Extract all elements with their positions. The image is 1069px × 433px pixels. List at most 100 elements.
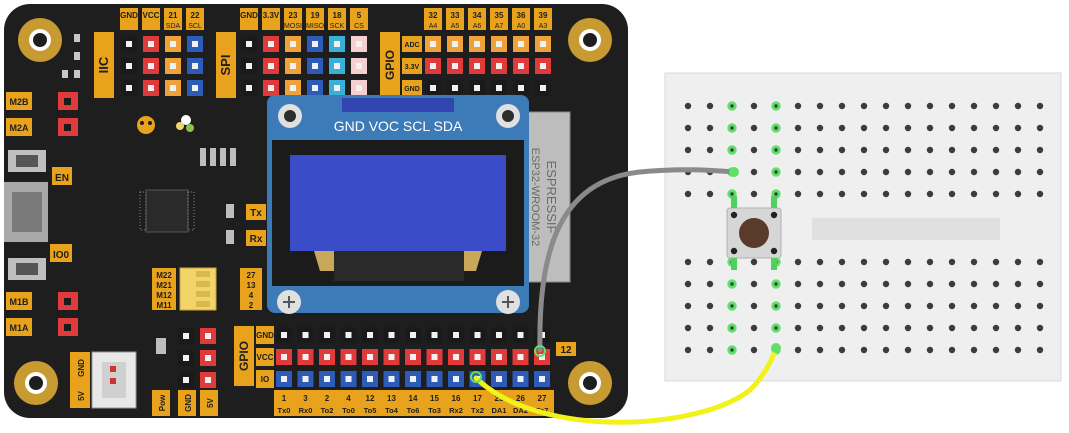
breadboard-hole[interactable]	[727, 123, 737, 133]
breadboard-hole[interactable]	[816, 102, 824, 110]
breadboard-hole[interactable]	[750, 168, 758, 176]
breadboard-hole[interactable]	[948, 146, 956, 154]
breadboard-hole[interactable]	[904, 258, 912, 266]
breadboard-hole[interactable]	[1036, 302, 1044, 310]
breadboard-hole[interactable]	[970, 146, 978, 154]
breadboard-hole[interactable]	[948, 324, 956, 332]
breadboard-hole[interactable]	[882, 280, 890, 288]
en-button[interactable]	[8, 150, 46, 172]
breadboard-hole[interactable]	[904, 280, 912, 288]
breadboard-hole[interactable]	[816, 258, 824, 266]
breadboard-hole[interactable]	[948, 302, 956, 310]
push-button[interactable]	[726, 196, 782, 270]
breadboard-hole[interactable]	[860, 168, 868, 176]
breadboard-hole[interactable]	[1014, 258, 1022, 266]
breadboard-hole[interactable]	[750, 280, 758, 288]
breadboard-hole[interactable]	[992, 346, 1000, 354]
breadboard-hole[interactable]	[948, 280, 956, 288]
breadboard-hole[interactable]	[948, 258, 956, 266]
breadboard-hole[interactable]	[794, 258, 802, 266]
breadboard-hole[interactable]	[816, 346, 824, 354]
breadboard-hole[interactable]	[992, 124, 1000, 132]
breadboard-hole[interactable]	[838, 324, 846, 332]
breadboard-hole[interactable]	[992, 146, 1000, 154]
breadboard-hole[interactable]	[992, 102, 1000, 110]
breadboard-hole[interactable]	[727, 101, 737, 111]
breadboard-hole[interactable]	[684, 102, 692, 110]
breadboard-hole[interactable]	[706, 258, 714, 266]
breadboard-hole[interactable]	[882, 258, 890, 266]
breadboard-hole[interactable]	[684, 346, 692, 354]
breadboard-hole[interactable]	[684, 324, 692, 332]
breadboard-hole[interactable]	[882, 124, 890, 132]
breadboard-hole[interactable]	[816, 168, 824, 176]
breadboard-hole[interactable]	[684, 280, 692, 288]
breadboard-hole[interactable]	[904, 124, 912, 132]
breadboard-hole[interactable]	[750, 346, 758, 354]
breadboard-hole[interactable]	[904, 346, 912, 354]
breadboard-hole[interactable]	[794, 168, 802, 176]
breadboard-hole[interactable]	[970, 346, 978, 354]
breadboard-hole[interactable]	[816, 190, 824, 198]
breadboard-hole[interactable]	[727, 345, 737, 355]
dip-switch[interactable]	[179, 267, 217, 311]
breadboard-hole[interactable]	[992, 258, 1000, 266]
breadboard-hole[interactable]	[684, 258, 692, 266]
breadboard-hole[interactable]	[992, 324, 1000, 332]
breadboard-hole[interactable]	[948, 190, 956, 198]
breadboard-hole[interactable]	[948, 102, 956, 110]
breadboard-hole[interactable]	[992, 302, 1000, 310]
breadboard-hole[interactable]	[1036, 346, 1044, 354]
breadboard-hole[interactable]	[794, 190, 802, 198]
breadboard-hole[interactable]	[970, 324, 978, 332]
breadboard-hole[interactable]	[771, 167, 781, 177]
breadboard-hole[interactable]	[1036, 124, 1044, 132]
breadboard-hole[interactable]	[926, 168, 934, 176]
breadboard-hole[interactable]	[860, 190, 868, 198]
breadboard-hole[interactable]	[816, 324, 824, 332]
breadboard-hole[interactable]	[750, 302, 758, 310]
breadboard-hole[interactable]	[860, 346, 868, 354]
breadboard-hole[interactable]	[970, 102, 978, 110]
breadboard-hole[interactable]	[970, 280, 978, 288]
breadboard-hole[interactable]	[816, 280, 824, 288]
button-cap[interactable]	[739, 218, 769, 248]
breadboard-hole[interactable]	[838, 302, 846, 310]
breadboard-hole[interactable]	[794, 280, 802, 288]
breadboard-hole[interactable]	[948, 346, 956, 354]
breadboard-hole[interactable]	[684, 146, 692, 154]
breadboard-hole[interactable]	[794, 324, 802, 332]
breadboard-hole[interactable]	[882, 168, 890, 176]
breadboard-hole[interactable]	[771, 279, 781, 289]
breadboard-hole[interactable]	[926, 124, 934, 132]
breadboard-hole[interactable]	[750, 190, 758, 198]
breadboard-hole[interactable]	[750, 102, 758, 110]
breadboard-hole[interactable]	[838, 346, 846, 354]
breadboard-hole[interactable]	[771, 323, 781, 333]
breadboard-hole[interactable]	[992, 280, 1000, 288]
breadboard-hole[interactable]	[926, 146, 934, 154]
breadboard-hole[interactable]	[882, 190, 890, 198]
breadboard-hole[interactable]	[684, 302, 692, 310]
breadboard-hole[interactable]	[1014, 168, 1022, 176]
breadboard-hole[interactable]	[1014, 124, 1022, 132]
breadboard-hole[interactable]	[860, 258, 868, 266]
breadboard-hole[interactable]	[1014, 190, 1022, 198]
breadboard-hole[interactable]	[794, 346, 802, 354]
breadboard-hole[interactable]	[750, 124, 758, 132]
breadboard-hole[interactable]	[794, 146, 802, 154]
breadboard-hole[interactable]	[970, 258, 978, 266]
breadboard-hole[interactable]	[816, 146, 824, 154]
breadboard-hole[interactable]	[882, 102, 890, 110]
breadboard-hole[interactable]	[684, 190, 692, 198]
breadboard-hole[interactable]	[860, 102, 868, 110]
breadboard-hole[interactable]	[1036, 258, 1044, 266]
io0-button[interactable]	[8, 258, 46, 280]
breadboard-hole[interactable]	[771, 123, 781, 133]
breadboard-hole[interactable]	[838, 168, 846, 176]
breadboard-hole[interactable]	[706, 280, 714, 288]
breadboard-hole[interactable]	[926, 346, 934, 354]
breadboard-hole[interactable]	[750, 258, 758, 266]
breadboard-hole[interactable]	[992, 190, 1000, 198]
breadboard-hole[interactable]	[706, 302, 714, 310]
